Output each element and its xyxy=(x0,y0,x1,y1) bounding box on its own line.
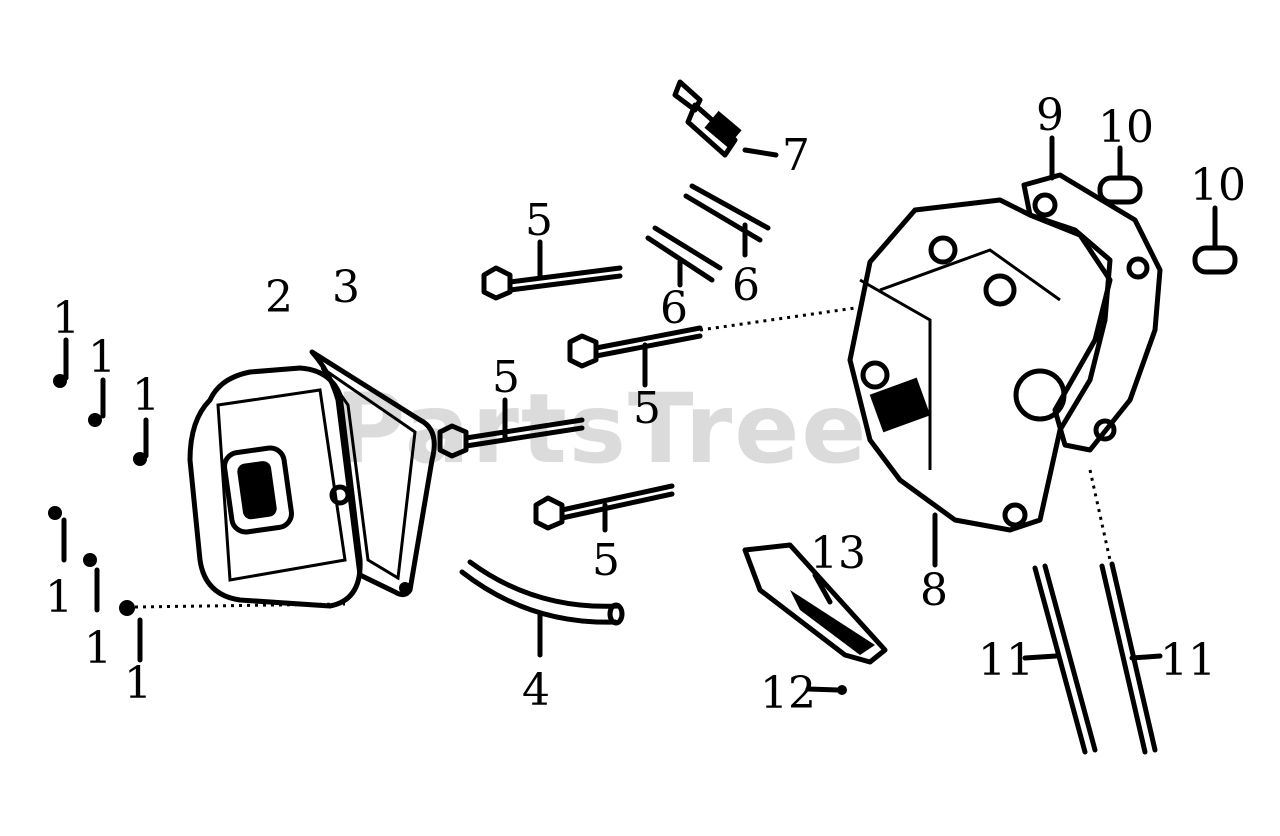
callout-11-a: 11 xyxy=(978,635,1034,686)
callout-10-a: 10 xyxy=(1098,102,1154,153)
breather-tube-part-4 xyxy=(459,559,625,658)
callout-1-a: 1 xyxy=(52,293,80,344)
callout-6-a: 6 xyxy=(660,283,688,334)
callout-5-a: 5 xyxy=(525,195,553,246)
dowel-pin-part-10-group xyxy=(1097,145,1238,275)
plate-part-13 xyxy=(742,542,888,665)
valve-cover-part-2 xyxy=(187,365,363,609)
callout-9: 9 xyxy=(1036,90,1064,141)
cylinder-head-part-8 xyxy=(847,197,1113,568)
callout-13: 13 xyxy=(810,528,866,579)
callout-2: 2 xyxy=(265,272,293,323)
callout-12: 12 xyxy=(760,668,816,719)
callout-11-b: 11 xyxy=(1160,635,1216,686)
bolt-part-5-group xyxy=(437,239,856,533)
callout-5-d: 5 xyxy=(592,535,620,586)
watermark: PartsTree xyxy=(335,373,868,485)
screw-part-12 xyxy=(805,685,847,695)
callout-3: 3 xyxy=(332,262,360,313)
head-gasket-part-9 xyxy=(1021,135,1163,561)
gasket-part-3 xyxy=(309,349,437,598)
callout-5-b: 5 xyxy=(492,352,520,403)
callout-8: 8 xyxy=(920,565,948,616)
callout-7: 7 xyxy=(782,130,810,181)
callout-1-b: 1 xyxy=(88,332,116,383)
callout-10-b: 10 xyxy=(1190,160,1246,211)
callout-1-d: 1 xyxy=(45,572,73,623)
callout-1-e: 1 xyxy=(84,623,112,674)
screw-part-1-group xyxy=(48,337,346,663)
callout-5-c: 5 xyxy=(633,383,661,434)
callout-labels: 1 1 1 1 1 1 2 3 4 5 5 5 5 6 6 7 8 9 10 1… xyxy=(45,90,1246,719)
callout-6-b: 6 xyxy=(732,260,760,311)
spark-plug-part-7 xyxy=(672,79,779,158)
callout-4: 4 xyxy=(522,665,550,716)
stud-part-6-group xyxy=(645,183,771,288)
callout-1-f: 1 xyxy=(124,658,152,709)
callout-1-c: 1 xyxy=(132,370,160,421)
stud-part-11-group xyxy=(1022,561,1163,755)
